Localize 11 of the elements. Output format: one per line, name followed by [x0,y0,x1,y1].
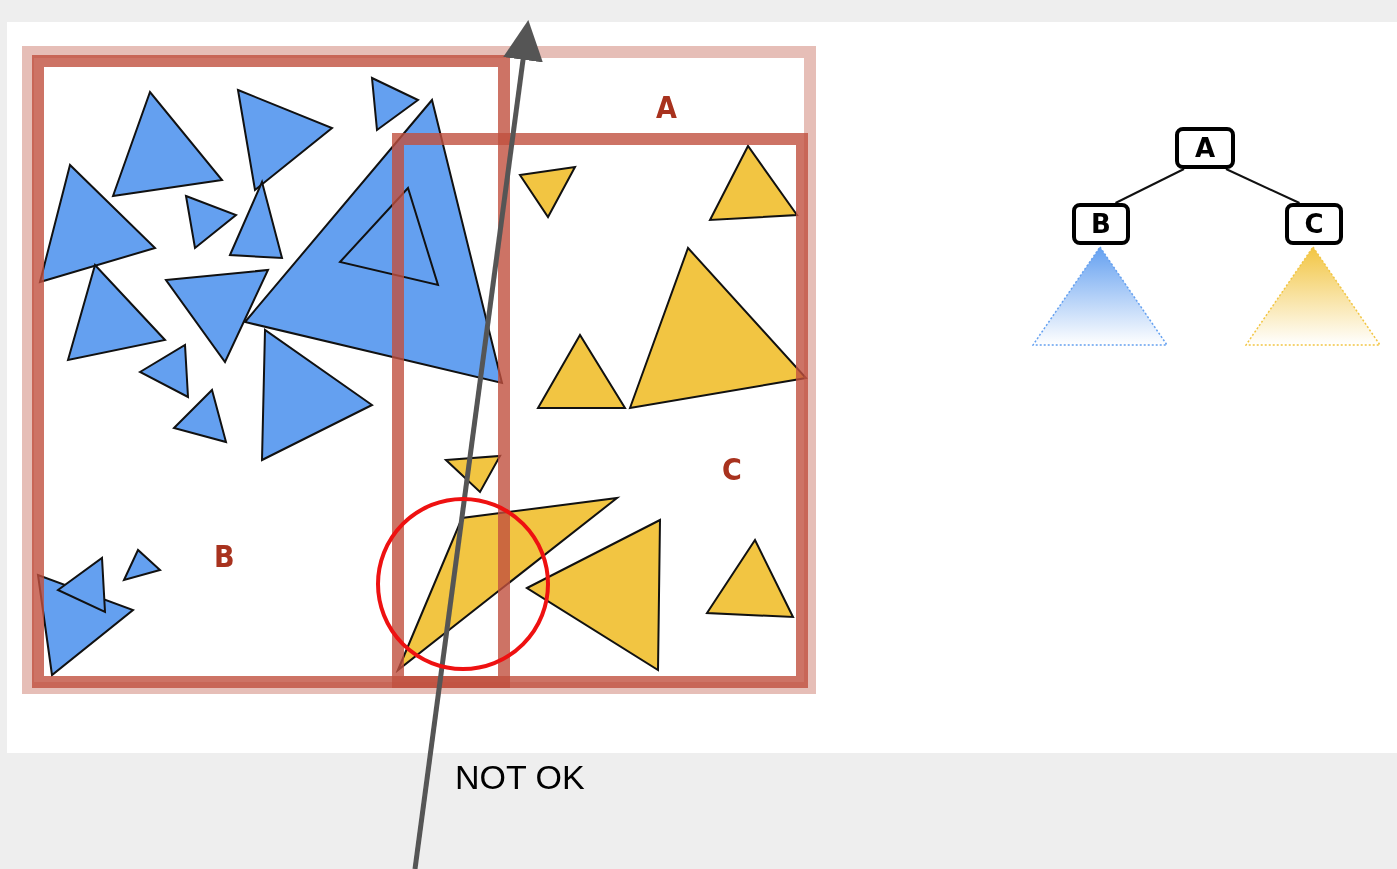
tree-edge [1225,168,1301,204]
box-label: B [214,542,235,572]
tree-node: B [1072,203,1130,245]
box-label: C [722,455,742,485]
box-label: A [656,93,677,123]
tree-node: A [1175,127,1235,169]
bounding-box [32,55,510,688]
annotation-text: NOT OK [455,758,585,797]
bounding-box [392,133,808,688]
tree-edge [1114,168,1185,204]
tree-node: C [1285,203,1343,245]
